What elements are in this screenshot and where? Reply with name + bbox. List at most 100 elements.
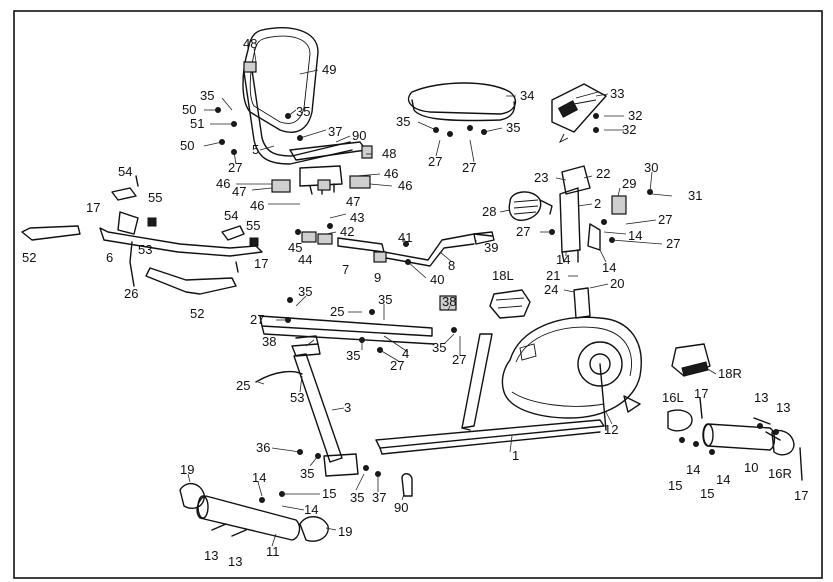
leader-lines [187,47,717,547]
part-label-36: 36 [256,440,270,455]
rear-post [255,295,457,477]
part-label-18R: 18R [718,366,742,381]
part-label-51: 51 [190,116,204,131]
part-label-37: 37 [372,490,386,505]
part-label-40: 40 [430,272,444,287]
part-label-34: 34 [520,88,534,103]
part-label-46: 46 [398,178,412,193]
part-label-44: 44 [298,252,312,267]
front-post [508,165,627,263]
part-label-47: 47 [232,184,246,199]
part-label-38: 38 [262,334,276,349]
part-label-17: 17 [694,386,708,401]
part-label-15: 15 [322,486,336,501]
part-label-46: 46 [384,166,398,181]
part-label-23: 23 [534,170,548,185]
part-label-4: 4 [402,346,409,361]
part-label-53: 53 [138,242,152,257]
part-label-52: 52 [22,250,36,265]
part-label-27: 27 [658,212,672,227]
part-label-5: 5 [252,142,259,157]
part-label-35: 35 [432,340,446,355]
part-label-27: 27 [516,224,530,239]
part-label-35: 35 [350,490,364,505]
part-label-48: 48 [243,36,257,51]
part-label-7: 7 [342,262,349,277]
part-label-35: 35 [506,120,520,135]
part-label-1: 1 [512,448,519,463]
part-label-35: 35 [300,466,314,481]
part-label-29: 29 [622,176,636,191]
part-label-11: 11 [266,544,280,559]
slide-bracket [271,145,373,195]
part-label-52: 52 [190,306,204,321]
part-label-15: 15 [668,478,682,493]
part-label-35: 35 [378,292,392,307]
part-label-35: 35 [346,348,360,363]
part-label-35: 35 [396,114,410,129]
part-label-13: 13 [776,400,790,415]
part-label-21: 21 [546,268,560,283]
main-frame [375,287,642,455]
part-label-54: 54 [224,208,238,223]
part-label-12: 12 [604,422,618,437]
part-label-27: 27 [228,160,242,175]
part-label-10: 10 [744,460,758,475]
part-label-22: 22 [596,166,610,181]
part-label-2: 2 [594,196,601,211]
part-label-50: 50 [180,138,194,153]
part-label-33: 33 [610,86,624,101]
seat [407,82,517,122]
part-label-46: 46 [216,176,230,191]
part-label-35: 35 [296,104,310,119]
part-label-19: 19 [338,524,352,539]
part-label-27: 27 [452,352,466,367]
part-label-14: 14 [252,470,266,485]
part-label-25: 25 [236,378,250,393]
part-label-42: 42 [340,224,354,239]
console [551,83,607,144]
part-label-32: 32 [622,122,636,137]
part-label-19: 19 [180,462,194,477]
part-label-27: 27 [250,312,264,327]
part-label-47: 47 [346,194,360,209]
part-label-18L: 18L [492,268,514,283]
part-label-30: 30 [644,160,658,175]
part-label-27: 27 [428,154,442,169]
diagram-border [13,10,823,579]
part-label-3: 3 [344,400,351,415]
part-label-8: 8 [448,258,455,273]
part-label-17: 17 [254,256,268,271]
part-label-16R: 16R [768,466,792,481]
part-label-35: 35 [200,88,214,103]
part-label-13: 13 [754,390,768,405]
rear-stabilizer [179,483,329,542]
part-label-49: 49 [322,62,336,77]
part-label-46: 46 [250,198,264,213]
part-label-14: 14 [556,252,570,267]
part-label-38: 38 [442,294,456,309]
part-label-55: 55 [246,218,260,233]
part-label-26: 26 [124,286,138,301]
pedal-left [489,289,531,319]
part-label-27: 27 [666,236,680,251]
part-label-14: 14 [304,502,318,517]
part-label-14: 14 [602,260,616,275]
handlebar-left [21,187,263,295]
part-label-35: 35 [298,284,312,299]
part-label-16L: 16L [662,390,684,405]
part-label-55: 55 [148,190,162,205]
part-label-32: 32 [628,108,642,123]
part-label-20: 20 [610,276,624,291]
part-label-17: 17 [86,200,100,215]
part-label-90: 90 [352,128,366,143]
part-label-54: 54 [118,164,132,179]
part-label-15: 15 [700,486,714,501]
part-label-41: 41 [398,230,412,245]
seat-frame [243,61,367,165]
part-label-14: 14 [686,462,700,477]
part-label-39: 39 [484,240,498,255]
part-label-25: 25 [330,304,344,319]
